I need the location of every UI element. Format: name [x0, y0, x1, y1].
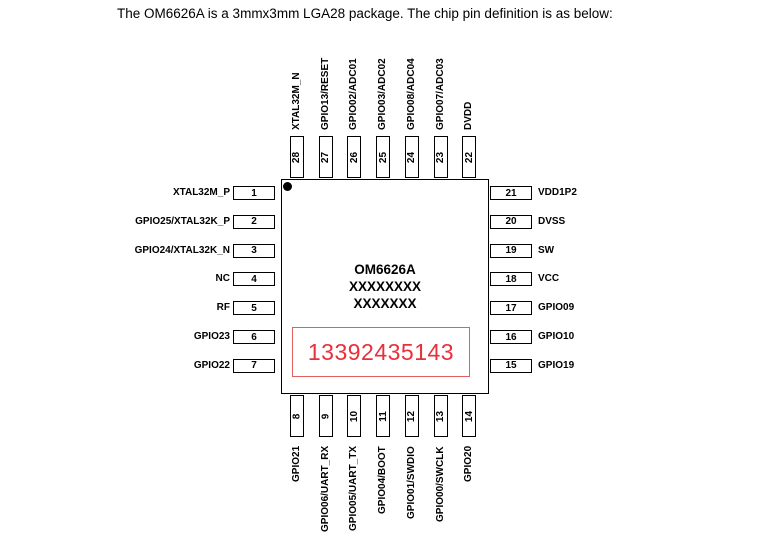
pin-22-box: 22 [462, 136, 477, 178]
pin-24-number: 24 [406, 151, 418, 163]
pin-26-number: 26 [348, 151, 360, 163]
pin-28-number: 28 [291, 151, 303, 163]
pin-6-number: 6 [251, 331, 257, 343]
pin-7-number: 7 [251, 360, 257, 372]
pin-2-box: 2 [233, 214, 275, 229]
intro-text: The OM6626A is a 3mmx3mm LGA28 package. … [117, 6, 613, 21]
pin-27-label: GPIO13/RESET [319, 57, 331, 130]
pin-11-number: 11 [377, 410, 389, 422]
pin-28-label: XTAL32M_N [291, 72, 302, 130]
pin-15-number: 15 [505, 360, 517, 372]
pin-19-label: SW [538, 244, 555, 256]
pin-11-label: GPIO04/BOOT [377, 446, 389, 514]
pin-1-number: 1 [251, 187, 257, 199]
pin-23-number: 23 [435, 151, 446, 163]
watermark-phone: 13392435143 [292, 327, 470, 377]
pin-28-box: 28 [290, 136, 304, 178]
pin-23-label: GPIO07/ADC03 [434, 58, 446, 130]
pin-10-number: 10 [348, 410, 360, 422]
pin-11-box: 11 [376, 395, 391, 437]
pin-8-number: 8 [291, 413, 303, 419]
pin-17-label: GPIO09 [538, 302, 575, 314]
pin-17-box: 17 [490, 301, 532, 316]
pin-20-number: 20 [505, 216, 517, 228]
pin-9-box: 9 [318, 395, 333, 437]
pin-4-number: 4 [251, 273, 257, 285]
pin-5-box: 5 [233, 301, 275, 316]
pin-14-label: GPIO20 [463, 446, 475, 483]
pin-16-number: 16 [505, 331, 517, 343]
pin-1-box: 1 [233, 186, 275, 200]
pin-10-label: GPIO05/UART_TX [348, 446, 360, 532]
pin-22-number: 22 [463, 151, 475, 163]
pin-17-number: 17 [505, 302, 517, 314]
pin-21-box: 21 [490, 186, 532, 200]
pin-12-label: GPIO01/SWDIO [405, 446, 417, 519]
pin-1-label: XTAL32M_P [172, 187, 230, 198]
pin-25-number: 25 [377, 151, 389, 163]
pin-16-box: 16 [490, 330, 532, 344]
pin-25-label: GPIO03/ADC02 [377, 58, 389, 130]
pin-8-label: GPIO21 [291, 446, 302, 483]
pin-20-box: 20 [490, 214, 532, 229]
pin-27-box: 27 [318, 136, 333, 178]
pin-13-box: 13 [433, 395, 448, 437]
pin-26-box: 26 [347, 136, 362, 178]
chip-package [281, 179, 489, 394]
pin-22-label: DVDD [463, 101, 475, 130]
pin-2-label: GPIO25/XTAL32K_P [135, 215, 230, 227]
pin-20-label: DVSS [538, 215, 566, 227]
pin-3-number: 3 [251, 245, 257, 257]
pin-18-label: VCC [538, 273, 560, 285]
pin1-marker [283, 182, 292, 191]
pin-23-box: 23 [433, 136, 448, 178]
pin-7-label: GPIO22 [193, 359, 230, 371]
pin-15-label: GPIO19 [538, 359, 575, 371]
pin-10-box: 10 [347, 395, 362, 437]
pin-14-number: 14 [463, 410, 475, 422]
pin-26-label: GPIO02/ADC01 [348, 58, 360, 130]
pin-14-box: 14 [462, 395, 477, 437]
pin-21-number: 21 [505, 187, 517, 199]
pin-3-box: 3 [233, 243, 275, 258]
pin-21-label: VDD1P2 [538, 187, 577, 198]
pin-24-label: GPIO08/ADC04 [405, 58, 417, 130]
pin-6-label: GPIO23 [193, 331, 230, 342]
pin-4-box: 4 [233, 272, 275, 287]
pin-12-number: 12 [406, 410, 418, 422]
pin-7-box: 7 [233, 358, 275, 373]
pin-19-box: 19 [490, 243, 532, 258]
pin-9-number: 9 [320, 413, 332, 419]
pin-3-label: GPIO24/XTAL32K_N [134, 244, 230, 256]
pin-27-number: 27 [320, 151, 332, 163]
pin-6-box: 6 [233, 330, 275, 344]
pin-24-box: 24 [404, 136, 419, 178]
chip-marking-line3: XXXXXXX [353, 296, 417, 311]
chip-name: OM6626A [354, 262, 416, 277]
pin-19-number: 19 [505, 245, 517, 257]
pin-18-box: 18 [490, 272, 532, 287]
pin-15-box: 15 [490, 358, 532, 373]
pin-16-label: GPIO10 [538, 331, 575, 342]
pin-4-label: NC [215, 273, 230, 285]
chip-marking-line2: XXXXXXXX [348, 279, 422, 294]
pin-13-label: GPIO00/SWCLK [434, 446, 446, 522]
pin-8-box: 8 [290, 395, 304, 437]
pin-5-label: RF [216, 302, 230, 314]
pin-18-number: 18 [505, 273, 517, 285]
pin-5-number: 5 [251, 302, 257, 314]
pin-9-label: GPIO06/UART_RX [319, 446, 331, 533]
pin-13-number: 13 [435, 410, 446, 422]
pin-25-box: 25 [376, 136, 391, 178]
pin-12-box: 12 [404, 395, 419, 437]
pin-2-number: 2 [251, 216, 257, 228]
